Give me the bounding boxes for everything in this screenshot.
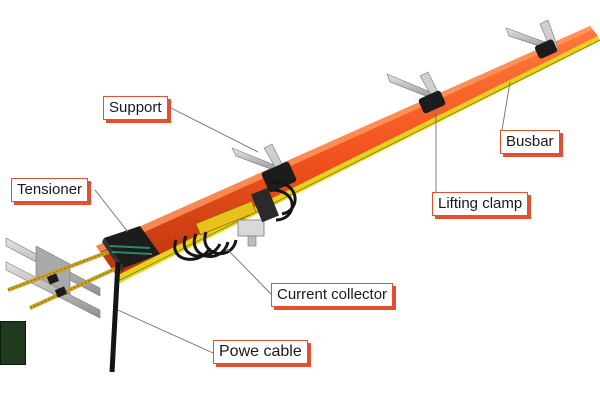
busbar-rail bbox=[96, 26, 600, 283]
lifting-clamp bbox=[534, 39, 558, 59]
tensioner bbox=[5, 226, 160, 319]
current-collector bbox=[173, 180, 297, 261]
corner-thumbnail-icon bbox=[0, 321, 26, 365]
label-lifting-clamp: Lifting clamp bbox=[432, 192, 529, 216]
label-support: Support bbox=[103, 96, 168, 120]
label-current-collector: Current collector bbox=[271, 283, 394, 307]
label-tensioner: Tensioner bbox=[11, 178, 89, 202]
leader-line-tensioner bbox=[94, 189, 129, 233]
label-busbar: Busbar bbox=[500, 130, 560, 154]
lifting-clamp bbox=[418, 90, 446, 114]
leader-line-current-collector bbox=[225, 247, 272, 295]
leader-line-power-cable bbox=[117, 309, 214, 354]
leader-line-support bbox=[170, 107, 259, 153]
label-power-cable: Powe cable bbox=[213, 340, 308, 364]
power-cable bbox=[109, 261, 121, 373]
